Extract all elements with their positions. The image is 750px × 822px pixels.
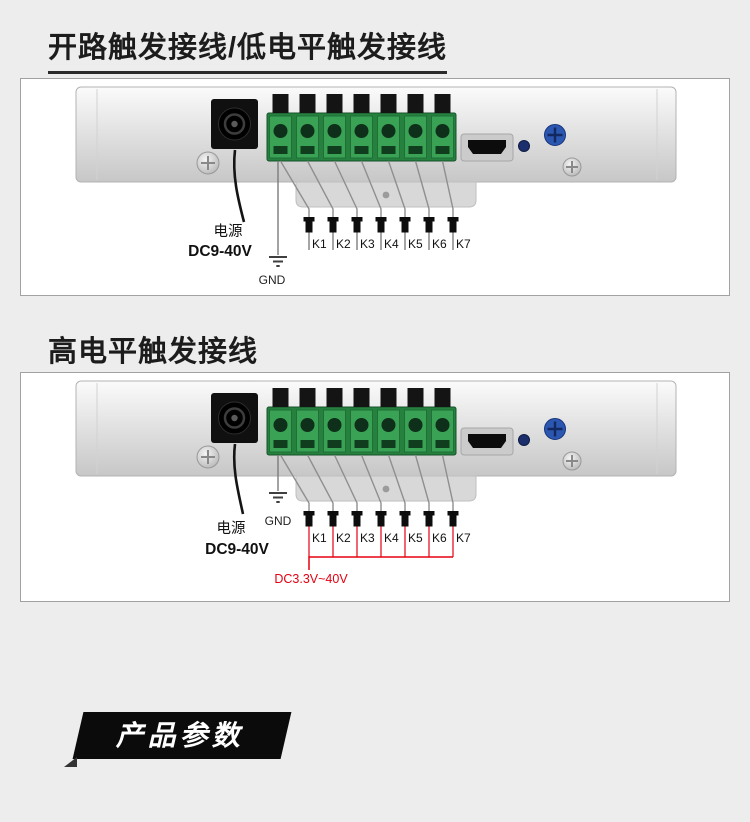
channel-label: K3 xyxy=(360,531,375,545)
channel-label: K4 xyxy=(384,237,399,251)
section-title-high-level: 高电平触发接线 xyxy=(48,328,259,378)
channel-label: K5 xyxy=(408,237,423,251)
channel-label: K2 xyxy=(336,237,351,251)
terminal-block xyxy=(266,94,457,162)
channel-label: K6 xyxy=(432,237,447,251)
power-voltage-label: DC9-40V xyxy=(188,243,252,260)
screw-left-icon xyxy=(196,151,220,175)
trigger-voltage-label: DC3.3V~40V xyxy=(274,572,348,586)
channel-label: K6 xyxy=(432,531,447,545)
section-title-low-level: 开路触发接线/低电平触发接线 xyxy=(48,24,448,74)
terminal-clamps xyxy=(272,388,451,407)
trigger-switches xyxy=(303,511,459,527)
terminal-block xyxy=(266,388,457,456)
hdmi-port xyxy=(460,427,514,456)
channel-label: K5 xyxy=(408,531,423,545)
diagram-panel-low-level: GND 电源 DC9-40V K1 K2 K3 K4 K5 K6 K7 xyxy=(20,78,730,296)
channel-label: K2 xyxy=(336,531,351,545)
terminal-screws xyxy=(273,418,450,432)
ground-wire: GND xyxy=(265,455,292,528)
terminal-wire-slots xyxy=(273,146,450,154)
signal-wires xyxy=(279,454,454,511)
screw-right-icon xyxy=(562,451,582,471)
channel-label: K1 xyxy=(312,531,327,545)
channel-labels: K1 K2 K3 K4 K5 K6 K7 xyxy=(312,531,471,545)
ground-label: GND xyxy=(265,514,292,528)
power-label: 电源 xyxy=(214,223,243,240)
channel-label: K1 xyxy=(312,237,327,251)
power-wire xyxy=(232,149,246,223)
banner-fold xyxy=(64,757,77,767)
switch-leads xyxy=(308,232,454,250)
product-parameters-banner: 产品参数 xyxy=(72,712,292,759)
wiring-diagram-high-level: DC3.3V~40V GND 电源 DC9-40V K1 K2 K3 K4 K5… xyxy=(75,380,677,586)
section-title-high-level-text: 高电平触发接线 xyxy=(48,328,259,378)
terminal-clamps xyxy=(272,94,451,113)
power-voltage-label: DC9-40V xyxy=(205,541,269,558)
trigger-bus-leads xyxy=(308,526,454,557)
diagram-panel-high-level: DC3.3V~40V GND 电源 DC9-40V K1 K2 K3 K4 K5… xyxy=(20,372,730,602)
power-wire xyxy=(232,443,245,515)
dc-power-jack xyxy=(211,99,258,149)
screw-blue-icon xyxy=(544,124,566,146)
channel-label: K4 xyxy=(384,531,399,545)
channel-label: K7 xyxy=(456,531,471,545)
led-indicator xyxy=(518,140,530,152)
section-title-low-level-text: 开路触发接线/低电平触发接线 xyxy=(48,24,448,74)
channel-label: K3 xyxy=(360,237,375,251)
screw-blue-icon xyxy=(544,418,566,440)
terminal-screws xyxy=(273,124,450,138)
led-indicator xyxy=(518,434,530,446)
trigger-switches xyxy=(303,217,459,233)
terminal-wire-slots xyxy=(273,440,450,448)
power-label: 电源 xyxy=(217,520,246,537)
ground-symbol-icon xyxy=(269,256,287,267)
channel-labels: K1 K2 K3 K4 K5 K6 K7 xyxy=(312,237,471,251)
ground-wire: GND xyxy=(259,161,287,287)
product-parameters-banner-label: 产品参数 xyxy=(114,720,250,751)
channel-label: K7 xyxy=(456,237,471,251)
tab-screw-hole xyxy=(382,191,390,199)
tab-screw-hole xyxy=(382,485,390,493)
wiring-diagram-low-level: GND 电源 DC9-40V K1 K2 K3 K4 K5 K6 K7 xyxy=(75,86,677,287)
signal-wires xyxy=(279,160,454,217)
screw-left-icon xyxy=(196,445,220,469)
dc-power-jack xyxy=(211,393,258,443)
ground-symbol-icon xyxy=(269,492,287,503)
hdmi-port xyxy=(460,133,514,162)
trigger-voltage-bus xyxy=(308,556,453,570)
ground-label: GND xyxy=(259,273,286,287)
screw-right-icon xyxy=(562,157,582,177)
